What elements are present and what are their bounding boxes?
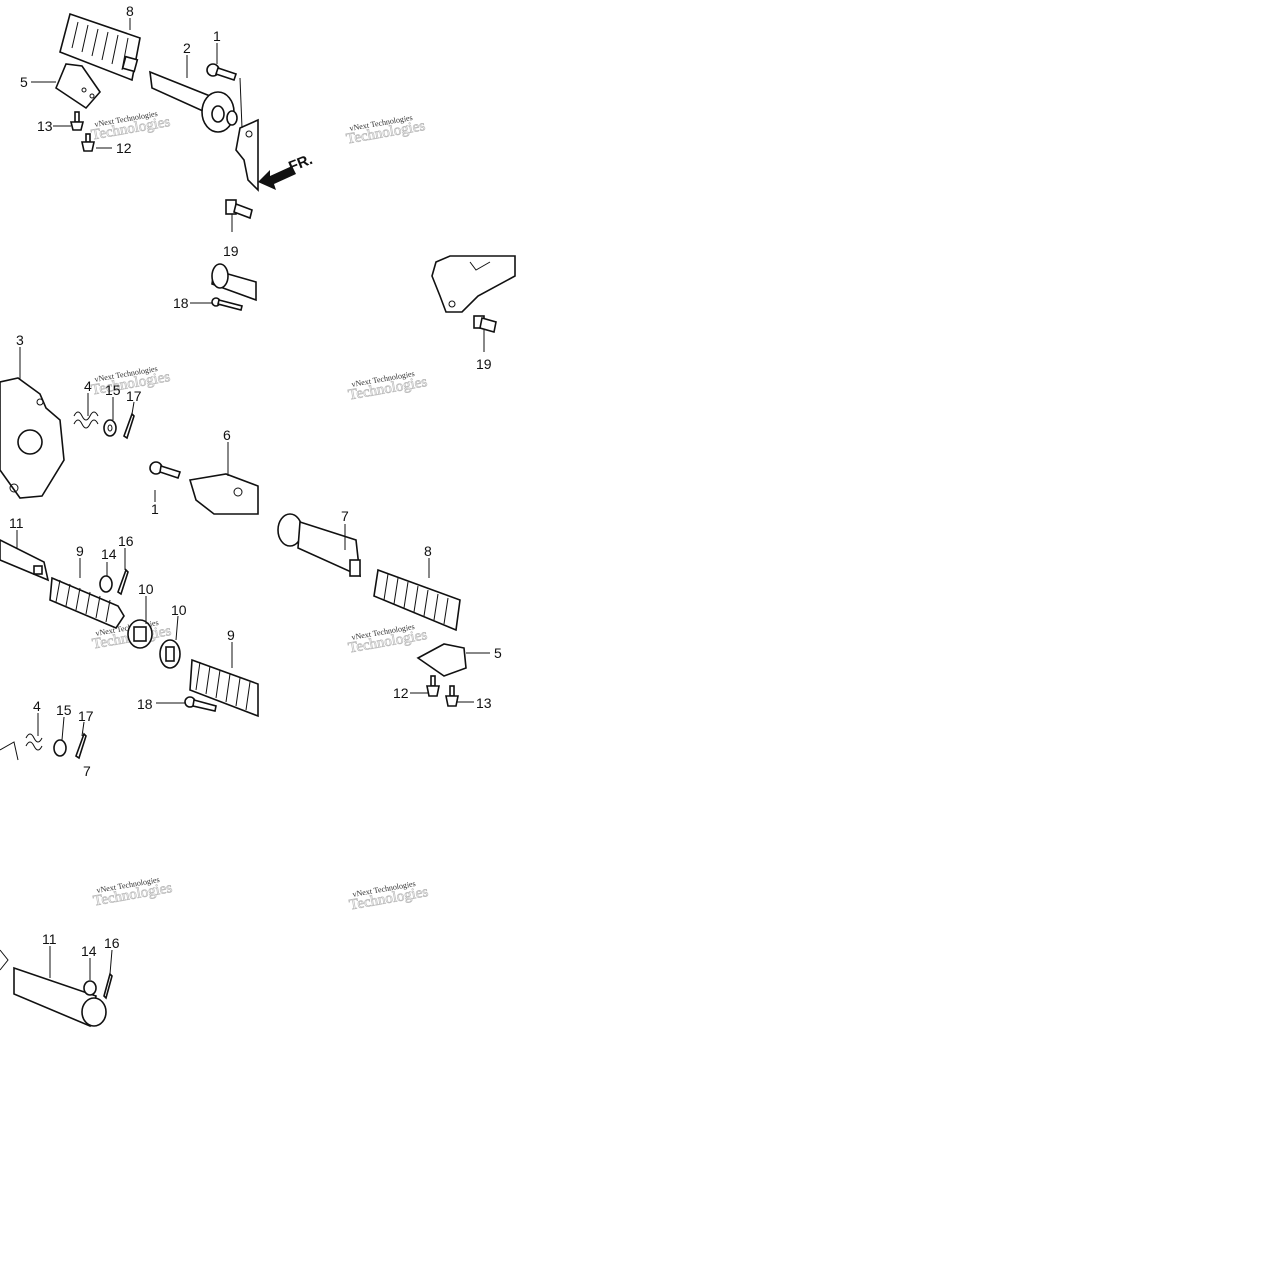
callout-1: 1 bbox=[213, 28, 221, 44]
cotter-pin-part-16-lower bbox=[103, 972, 113, 1000]
pivot-pin-part-18-upper bbox=[211, 263, 257, 311]
cotter-pin-part-17-upper bbox=[123, 412, 135, 440]
pivot-pin-part-11-lower bbox=[0, 949, 107, 1028]
watermark-8: Technologies vNext Technologies bbox=[348, 879, 430, 914]
footpeg-rubber-part-9-upper bbox=[49, 576, 125, 629]
callout-19: 19 bbox=[476, 356, 492, 372]
callout-18: 18 bbox=[137, 696, 153, 712]
front-arrow-icon bbox=[258, 166, 296, 190]
callout-13: 13 bbox=[476, 695, 492, 711]
callout-19: 19 bbox=[223, 243, 239, 259]
callout-16: 16 bbox=[104, 935, 120, 951]
callout-9: 9 bbox=[227, 627, 235, 643]
callout-15: 15 bbox=[56, 702, 72, 718]
callout-8: 8 bbox=[424, 543, 432, 559]
footpeg-bracket-part-7 bbox=[277, 513, 361, 578]
callout-10: 10 bbox=[138, 581, 154, 597]
callout-18: 18 bbox=[173, 295, 189, 311]
callout-16: 16 bbox=[118, 533, 134, 549]
callout-5: 5 bbox=[20, 74, 28, 90]
callout-17: 17 bbox=[78, 708, 94, 724]
leader-lines bbox=[16, 18, 490, 980]
footpeg-bracket-part-2 bbox=[149, 70, 238, 133]
bolt-part-19-lower bbox=[473, 315, 497, 334]
watermark-2: Technologies vNext Technologies bbox=[345, 113, 427, 148]
rubber-cap-part-5 bbox=[55, 63, 102, 110]
callout-11: 11 bbox=[42, 931, 57, 947]
footpeg-rubber-part-8-lower bbox=[373, 568, 461, 632]
bolt-part-19-upper bbox=[225, 199, 253, 220]
spring-part-4-lower bbox=[0, 733, 43, 761]
watermark-1: Technologies vNext Technologies bbox=[90, 109, 172, 144]
callout-9: 9 bbox=[76, 543, 84, 559]
footpeg-bracket-part-3 bbox=[0, 377, 65, 499]
pivot-pin-part-11-upper bbox=[0, 539, 50, 582]
footpeg-rubber-part-8 bbox=[59, 12, 141, 82]
cotter-pin-part-16-upper bbox=[117, 568, 129, 596]
washer-part-10-left bbox=[127, 619, 153, 649]
washer-part-15-upper bbox=[103, 419, 117, 437]
bolt-part-1-lower bbox=[149, 461, 182, 480]
screw-part-12-lower bbox=[426, 675, 440, 697]
footpeg-bracket-part-6 bbox=[188, 473, 259, 515]
callout-6: 6 bbox=[223, 427, 231, 443]
pivot-pin-part-18-lower bbox=[184, 696, 217, 712]
callout-2: 2 bbox=[183, 40, 191, 56]
front-direction-label: FR. bbox=[286, 151, 315, 176]
rubber-cap-part-5-lower bbox=[416, 643, 467, 677]
screw-part-12 bbox=[81, 133, 95, 152]
bolt-part-1 bbox=[206, 63, 238, 82]
callout-numbers: 8 2 1 5 13 12 19 18 19 3 4 15 17 6 1 11 … bbox=[9, 3, 502, 959]
callout-14: 14 bbox=[101, 546, 117, 562]
callout-12: 12 bbox=[393, 685, 409, 701]
washer-part-14-lower bbox=[83, 980, 97, 996]
cotter-pin-part-17-lower bbox=[75, 732, 87, 760]
watermark-6: Technologies vNext Technologies bbox=[347, 622, 429, 657]
watermark-4: Technologies vNext Technologies bbox=[347, 369, 429, 404]
washer-part-10-right bbox=[159, 639, 181, 669]
callout-11: 11 bbox=[9, 515, 24, 531]
callout-17: 17 bbox=[126, 388, 142, 404]
callout-13: 13 bbox=[37, 118, 53, 134]
callout-7: 7 bbox=[341, 508, 349, 524]
washer-part-15-lower bbox=[53, 739, 67, 757]
callout-10: 10 bbox=[171, 602, 187, 618]
callout-4: 4 bbox=[33, 698, 41, 714]
callout-12: 12 bbox=[116, 140, 132, 156]
callout-8: 8 bbox=[126, 3, 134, 19]
screw-part-13 bbox=[69, 111, 85, 131]
frame-fragment-top bbox=[235, 118, 259, 192]
callout-1: 1 bbox=[151, 501, 159, 517]
callout-14: 14 bbox=[81, 943, 97, 959]
callout-4: 4 bbox=[84, 378, 92, 394]
footpeg-rubber-part-9-lower bbox=[189, 658, 259, 718]
watermark-7: Technologies vNext Technologies bbox=[92, 875, 174, 910]
callout-7: 7 bbox=[83, 763, 91, 779]
callout-15: 15 bbox=[105, 382, 121, 398]
washer-part-14-upper bbox=[99, 575, 113, 593]
callout-3: 3 bbox=[16, 332, 24, 348]
callout-5: 5 bbox=[494, 645, 502, 661]
screw-part-13-lower bbox=[445, 685, 459, 707]
spring-part-4-upper bbox=[73, 411, 99, 429]
frame-bracket-right bbox=[431, 255, 516, 313]
